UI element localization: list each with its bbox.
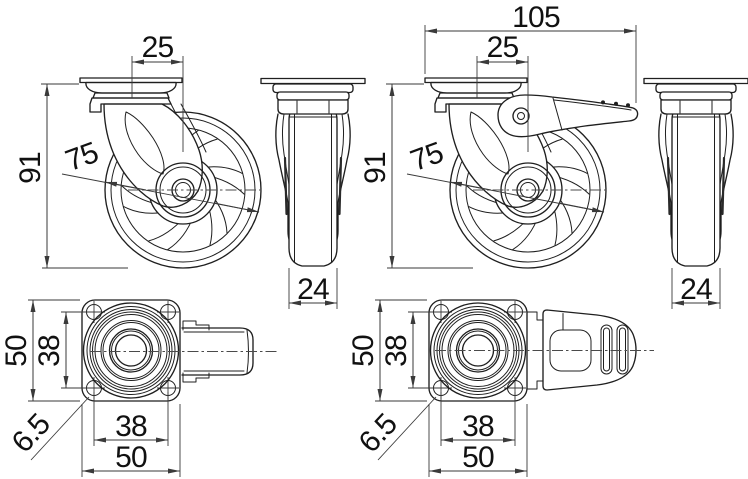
dim-label-hole-pitch-h: 38: [115, 410, 147, 443]
view-side-braked: [425, 78, 639, 268]
dim-plate-v-left: 50: [0, 299, 80, 402]
dim-plate-h-left: 50: [81, 404, 181, 477]
dim-plate-v-right: 50: [347, 299, 427, 402]
view-front-swivel: [261, 79, 365, 267]
view-plan-braked: [428, 299, 637, 402]
dim-label-wheel-width: 24: [680, 273, 712, 306]
dim-label-height: 91: [14, 152, 47, 184]
dim-label-hole-pitch-v: 38: [33, 335, 66, 367]
view-plan-swivel: [81, 299, 254, 402]
dim-label-plate-size-h: 50: [462, 441, 494, 474]
dim-label-plate-size-h: 50: [115, 441, 147, 474]
dim-plate-h-right: 50: [428, 404, 528, 477]
dimensions: 25 91 75 24 105 25: [0, 1, 721, 477]
dim-pitch-v-right: 38: [380, 311, 439, 389]
view-side-swivel: [80, 78, 262, 268]
dim-pitch-h-right: 38: [440, 392, 516, 446]
dim-wheel-width-left: 24: [288, 268, 338, 309]
brake-pivot-bolt: [512, 107, 530, 125]
dim-label-overall-length: 105: [512, 1, 560, 34]
dim-label-plate-size-v: 50: [0, 335, 33, 367]
dim-height-right: 91: [359, 83, 473, 269]
dim-wheel-width-right: 24: [671, 268, 721, 309]
dim-swivel-offset-left: 25: [131, 31, 184, 152]
dim-label-hole-diameter: 6.5: [6, 408, 57, 459]
dim-label-hole-diameter: 6.5: [353, 408, 404, 459]
dim-pitch-h-left: 38: [93, 392, 169, 446]
dim-label-wheel-width: 24: [297, 273, 329, 306]
dim-label-swivel-offset: 25: [142, 31, 174, 64]
brake-lever: [497, 94, 639, 138]
dim-label-hole-pitch-v: 38: [380, 335, 413, 367]
dim-overall-length: 105: [424, 1, 637, 103]
dim-label-wheel-diameter: 75: [61, 136, 102, 178]
dim-label-swivel-offset: 25: [487, 31, 519, 64]
dim-hole-dia-left: 6.5: [6, 396, 90, 461]
brake-pedal-plan: [526, 309, 637, 391]
dim-label-wheel-diameter: 75: [406, 136, 447, 178]
view-front-braked: [644, 79, 748, 267]
dim-swivel-offset-right: 25: [476, 31, 529, 152]
dim-pitch-v-left: 38: [33, 311, 92, 389]
dim-label-hole-pitch-h: 38: [462, 410, 494, 443]
dim-label-height: 91: [359, 152, 392, 184]
dim-height-left: 91: [14, 83, 128, 269]
dim-label-plate-size-v: 50: [347, 335, 380, 367]
dim-hole-dia-right: 6.5: [353, 396, 437, 461]
